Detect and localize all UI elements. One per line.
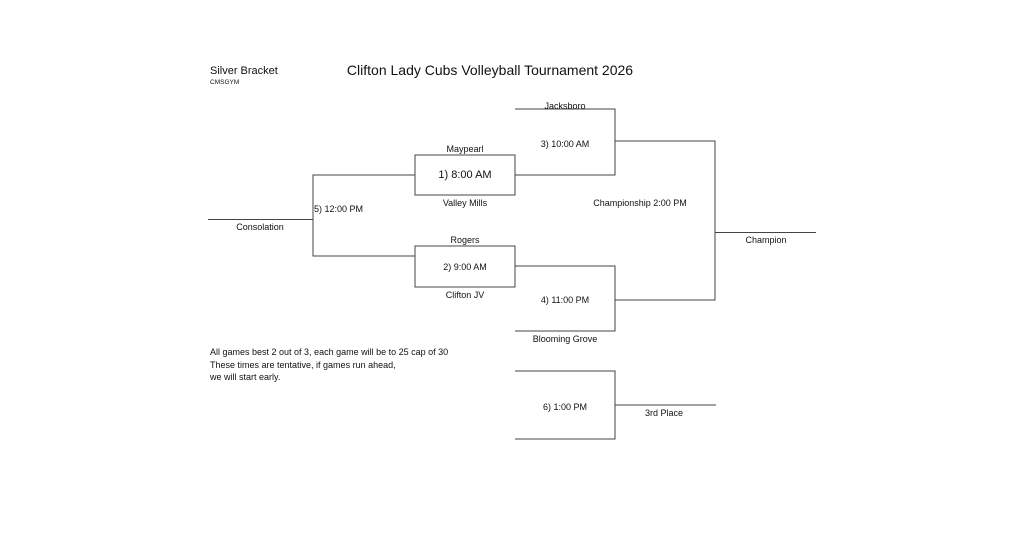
note-line: These times are tentative, if games run …: [210, 359, 396, 370]
game3-label: 3) 10:00 AM: [540, 139, 590, 149]
championship-bracket: [615, 140, 716, 301]
game4-bracket: [515, 265, 616, 332]
consolation-label: Consolation: [236, 222, 284, 232]
game5-label: 5) 12:00 PM: [314, 204, 364, 214]
team-clifton-jv: Clifton JV: [445, 290, 485, 300]
note-line: we will start early.: [210, 372, 281, 382]
team-valley-mills: Valley Mills: [442, 198, 488, 208]
game1-label: 1) 8:00 AM: [438, 169, 492, 181]
page-title: Clifton Lady Cubs Volleyball Tournament …: [346, 62, 634, 78]
third-place-label: 3rd Place: [644, 408, 684, 418]
team-blooming-grove: Blooming Grove: [532, 334, 598, 344]
game5-bracket: [312, 174, 415, 257]
game6-label: 6) 1:00 PM: [542, 402, 588, 412]
team-rogers: Rogers: [450, 235, 480, 245]
game3-bracket: [515, 108, 616, 176]
venue-label: CMSGYM: [210, 79, 240, 86]
team-jacksboro: Jacksboro: [544, 101, 586, 111]
championship-label: Championship 2:00 PM: [593, 198, 687, 208]
note-line: All games best 2 out of 3, each game wil…: [210, 347, 449, 357]
champion-label: Champion: [745, 235, 787, 245]
tournament-notes: All games best 2 out of 3, each game wil…: [210, 346, 448, 384]
team-maypearl: Maypearl: [446, 144, 484, 154]
bracket-name: Silver Bracket: [210, 65, 278, 77]
game4-label: 4) 11:00 PM: [540, 295, 590, 305]
game2-label: 2) 9:00 AM: [443, 262, 487, 272]
